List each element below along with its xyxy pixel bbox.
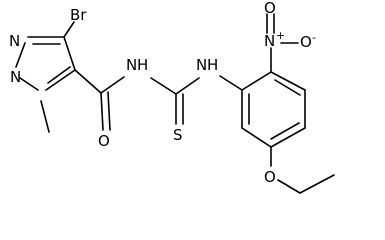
atom-label-o: O (98, 132, 110, 150)
pyrazole-ring (15, 36, 76, 91)
bond (277, 179, 301, 194)
atom-label-n: N (196, 56, 207, 74)
bond (270, 127, 306, 148)
bond (150, 77, 177, 95)
atom-label-n: N (10, 68, 21, 86)
bond (74, 69, 102, 94)
bond (270, 71, 306, 91)
atom-label-o: O (264, 0, 276, 17)
atom-labels: Br N N O N H N H S N + O O - O (9, 0, 316, 186)
bond (175, 77, 200, 95)
charge-minus: - (312, 31, 316, 44)
atom-label-br: Br (70, 6, 87, 24)
bond (270, 122, 300, 140)
atom-label-h: H (137, 56, 148, 74)
bond (19, 77, 39, 91)
bond (63, 36, 76, 71)
atom-label-n: N (264, 32, 275, 50)
bond (63, 21, 75, 38)
bond (241, 71, 272, 91)
bond (274, 79, 301, 96)
bond (299, 174, 335, 194)
bond (219, 75, 243, 91)
bond (40, 100, 50, 133)
bond (45, 69, 76, 91)
charge-plus: + (276, 29, 285, 42)
chemical-structure: Br N N O N H N H S N + O O - O (9, 0, 335, 194)
bond (241, 127, 272, 148)
atom-label-o: O (264, 168, 276, 186)
bond (100, 92, 104, 131)
atom-label-h: H (207, 56, 218, 74)
bond (47, 66, 71, 84)
bond (107, 91, 111, 131)
atom-label-n: N (126, 56, 137, 74)
atom-label-o: O (300, 33, 312, 51)
atom-label-n: N (9, 32, 20, 50)
bond (100, 76, 125, 94)
bond (15, 42, 26, 68)
benzene-ring (241, 71, 306, 148)
atom-label-s: S (173, 126, 183, 144)
